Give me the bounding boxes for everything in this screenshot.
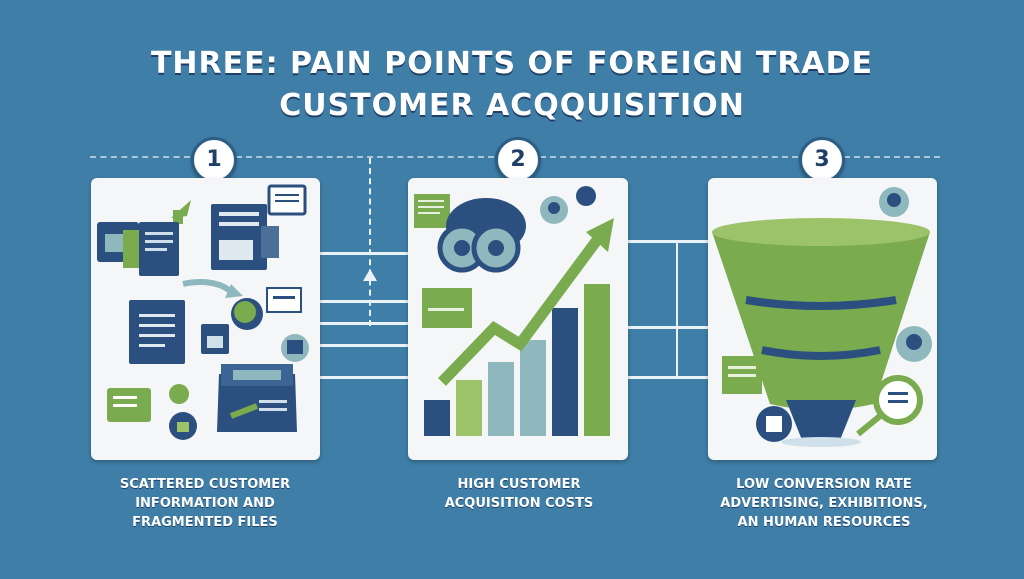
caption-line: SCATTERED CUSTOMER	[119, 477, 291, 492]
bar	[584, 284, 610, 436]
bar	[552, 308, 578, 436]
dashed-connector-vertical	[369, 158, 373, 326]
document-icon	[123, 222, 179, 276]
panel-scattered-information	[91, 178, 320, 460]
note-icon	[266, 287, 302, 313]
avatar-icon	[540, 196, 568, 224]
bar	[456, 380, 482, 436]
bar	[520, 340, 546, 436]
connector-3	[320, 322, 408, 325]
connector-7	[628, 326, 710, 329]
clipboard-icon	[756, 406, 792, 442]
caption-line: ADVERTISING, EXHIBITIONS,	[720, 496, 928, 511]
coin-stack-icon	[437, 198, 526, 273]
note-icon	[414, 194, 450, 228]
folder-icon	[201, 324, 229, 354]
connector-1	[320, 252, 408, 255]
connector-6	[628, 240, 710, 243]
panel-low-conversion	[708, 178, 937, 460]
step-1-badge: 1	[191, 137, 237, 183]
hand-card-icon	[107, 388, 151, 422]
caption-line: FRAGMENTED FILES	[132, 515, 278, 530]
connector-2	[320, 300, 408, 303]
caption-line: HIGH CUSTOMER	[457, 477, 581, 492]
dashed-line-left	[90, 156, 190, 158]
small-triangle-icon	[363, 269, 377, 281]
arrow-icon	[171, 200, 191, 224]
note-icon	[422, 288, 472, 328]
avatar-icon	[896, 326, 932, 362]
title-line-1: THREE: PAIN POINTS OF FOREIGN TRADE	[150, 46, 874, 81]
step-2-badge: 2	[495, 137, 541, 183]
arrow-icon	[182, 279, 243, 298]
caption-line: ACQUISITION COSTS	[444, 496, 594, 511]
title-line-2: CUSTOMER ACQQUISITION	[279, 88, 745, 123]
dashed-line-mid-2	[540, 156, 798, 158]
connector-vertical-right	[676, 242, 678, 378]
database-box-icon	[217, 364, 297, 432]
step-2-caption: HIGH CUSTOMER ACQUISITION COSTS	[384, 475, 654, 513]
step-3-badge: 3	[799, 137, 845, 183]
document-icon	[129, 300, 185, 364]
note-icon	[722, 356, 762, 394]
globe-icon	[231, 298, 263, 330]
connector-4	[320, 344, 408, 347]
bar-chart	[424, 284, 610, 436]
rising-arrow-icon	[438, 218, 614, 386]
connector-8	[628, 376, 710, 379]
dashed-line-right	[844, 156, 940, 158]
bar	[488, 362, 514, 436]
note-icon	[267, 184, 307, 216]
connector-5	[320, 376, 408, 379]
caption-line: LOW CONVERSION RATE	[736, 477, 912, 492]
step-1-caption: SCATTERED CUSTOMER INFORMATION AND FRAGM…	[70, 475, 340, 532]
panel-acquisition-costs	[408, 178, 628, 460]
dashed-line-mid-1	[236, 156, 494, 158]
bar	[424, 400, 450, 436]
user-icon	[169, 384, 197, 440]
user-icon	[281, 334, 309, 362]
step-3-caption: LOW CONVERSION RATE ADVERTISING, EXHIBIT…	[684, 475, 964, 532]
funnel-icon	[712, 218, 930, 447]
avatar-icon	[879, 187, 909, 217]
caption-line: AN HUMAN RESOURCES	[737, 515, 911, 530]
document-icon	[211, 204, 279, 270]
magnifier-icon	[856, 375, 923, 437]
caption-line: INFORMATION AND	[135, 496, 275, 511]
avatar-icon	[576, 186, 596, 206]
